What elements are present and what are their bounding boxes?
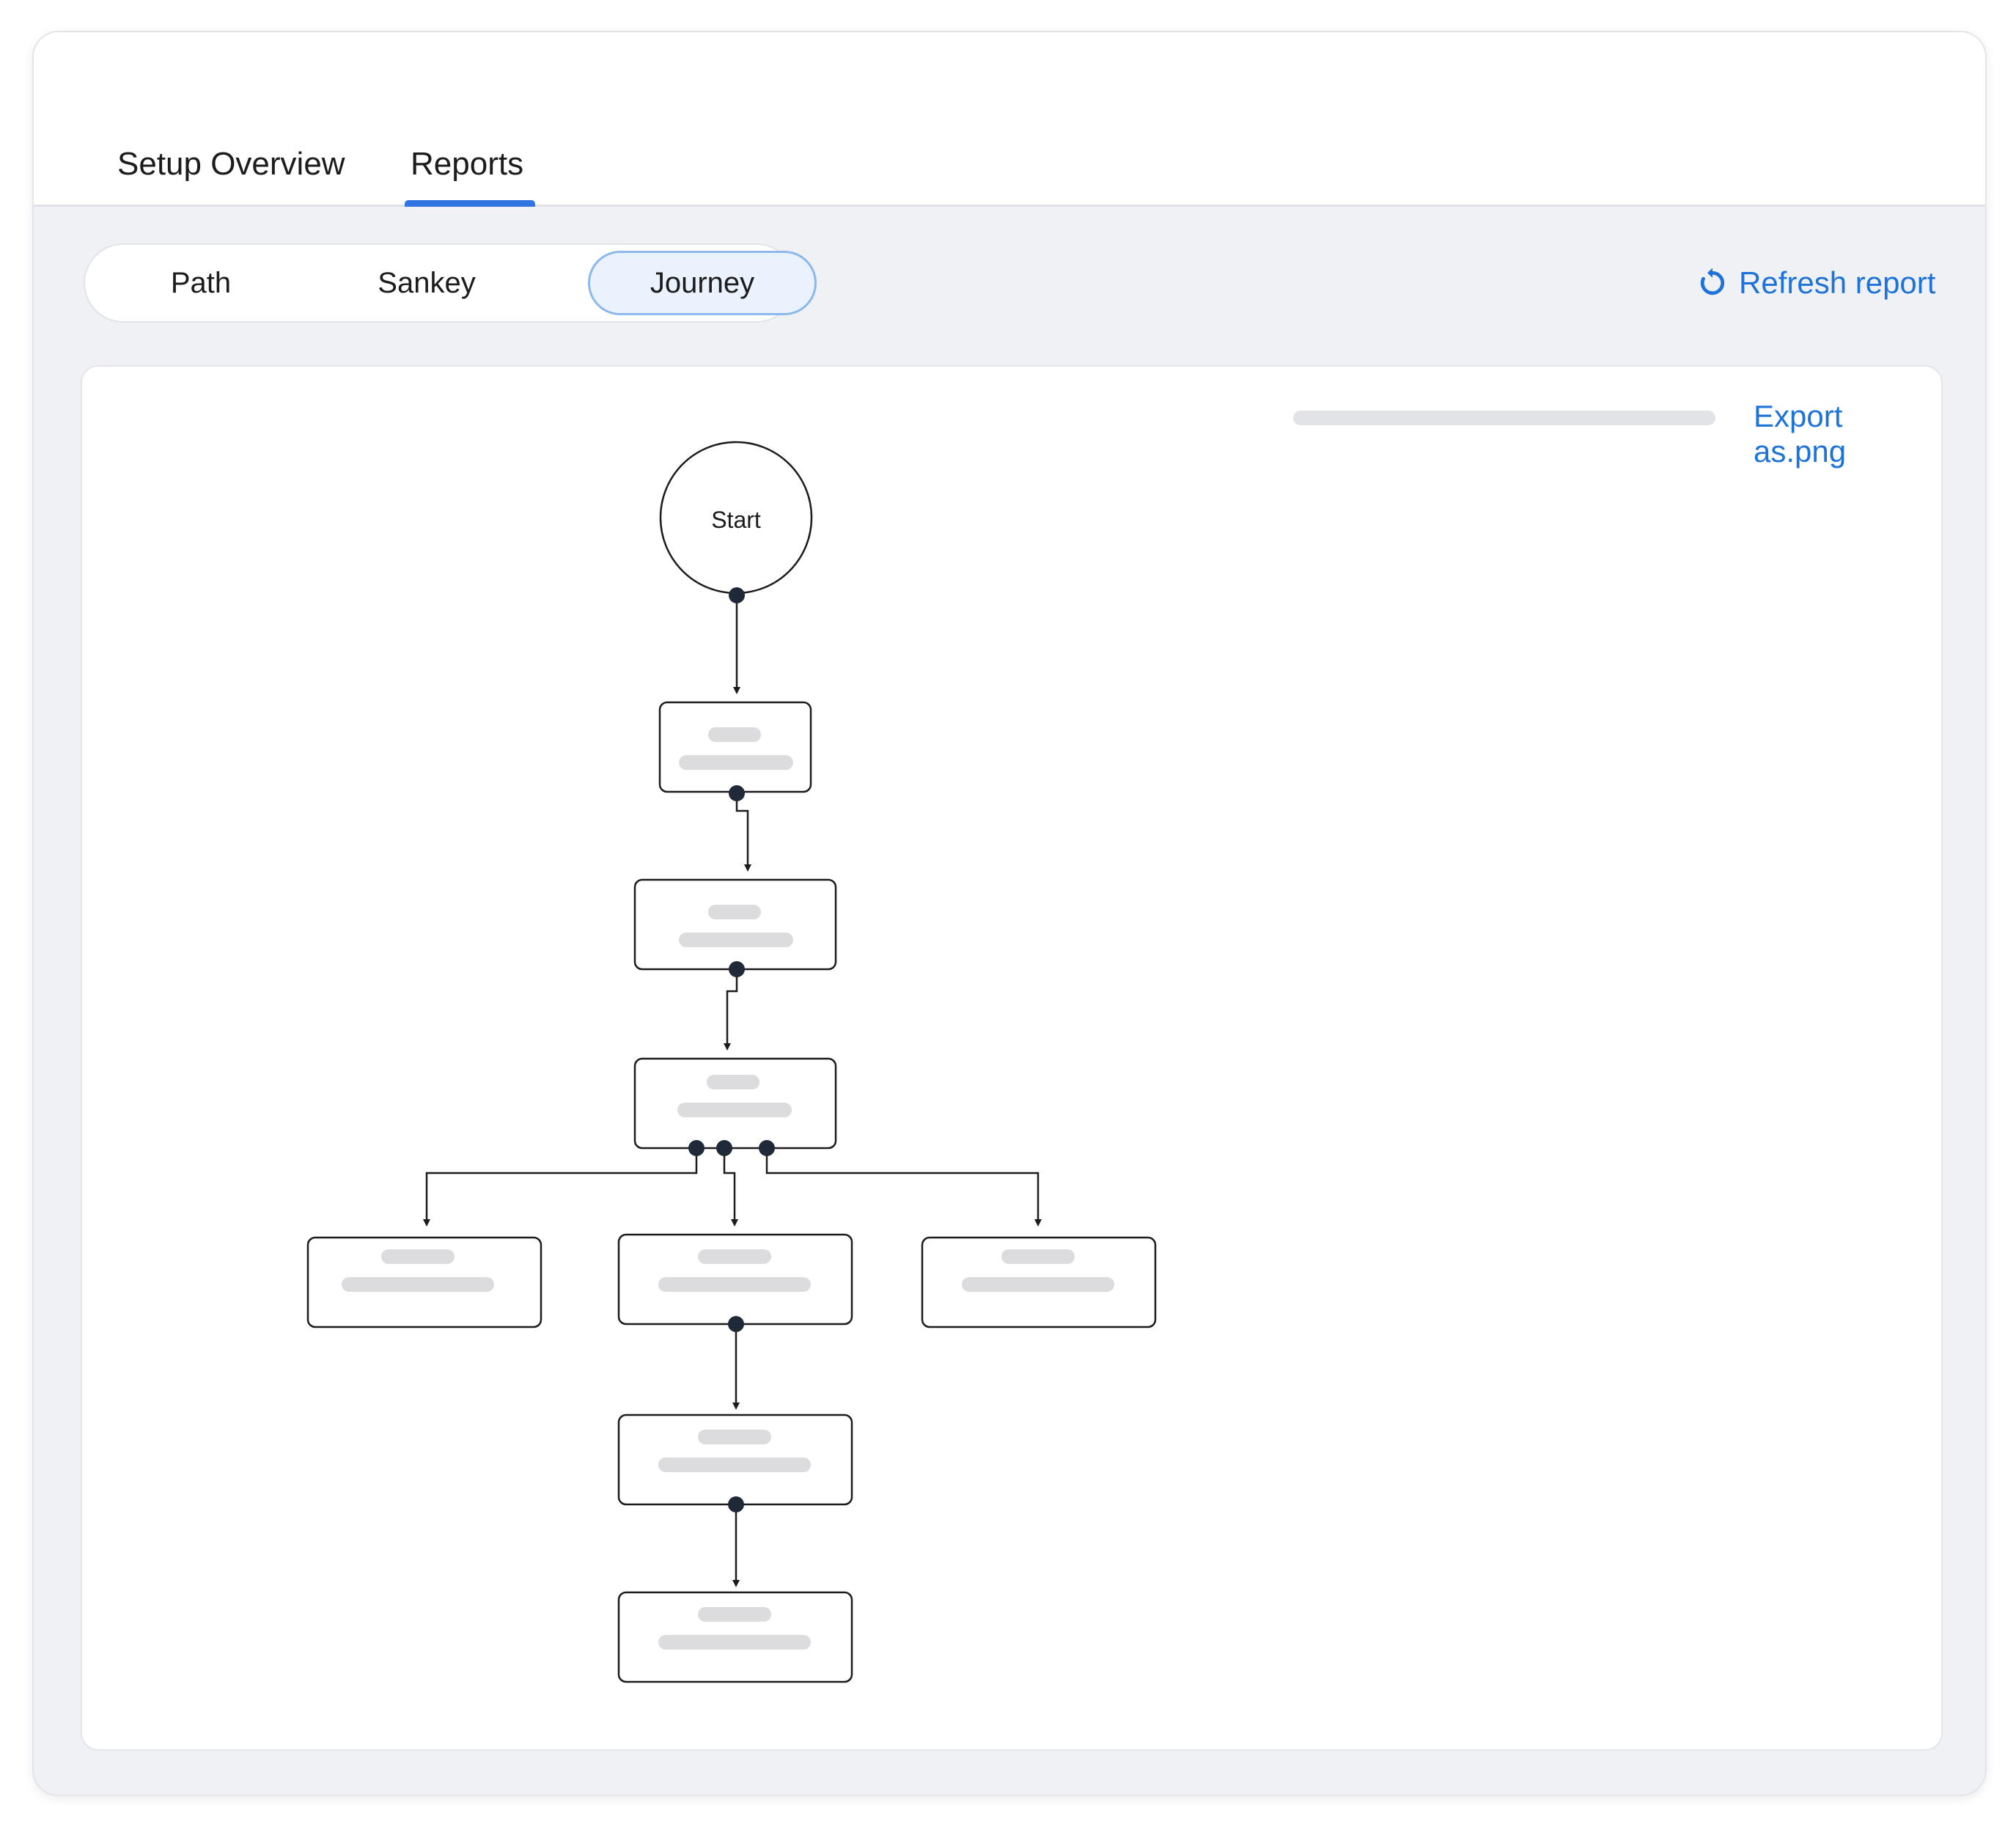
tab-setup-overview[interactable]: Setup Overview xyxy=(117,146,345,182)
edge-n1-n2 xyxy=(735,795,751,872)
journey-node[interactable] xyxy=(658,701,812,793)
refresh-icon xyxy=(1700,268,1725,295)
journey-diagram: Start xyxy=(306,441,1157,1683)
journey-node[interactable] xyxy=(921,1236,1157,1328)
connector-dot xyxy=(728,1316,744,1332)
edge-n2-n3 xyxy=(724,972,738,1051)
refresh-report-button[interactable]: Refresh report xyxy=(1696,261,1935,305)
journey-node[interactable] xyxy=(633,878,837,971)
journey-node[interactable] xyxy=(617,1414,853,1506)
connector-dot xyxy=(729,961,745,977)
journey-node[interactable] xyxy=(306,1236,542,1328)
start-node-label: Start xyxy=(711,507,761,533)
report-view-toggle: Path Sankey Journey xyxy=(84,243,817,323)
journey-node[interactable] xyxy=(633,1057,837,1150)
connector-dot xyxy=(729,587,745,603)
edge-n3-n4a xyxy=(423,1153,698,1227)
connector-dot xyxy=(688,1140,705,1156)
journey-node[interactable] xyxy=(617,1591,853,1683)
tab-reports[interactable]: Reports xyxy=(411,146,524,182)
report-card: Export as.png Start xyxy=(81,365,1943,1751)
refresh-report-label: Refresh report xyxy=(1739,265,1936,300)
export-png-link[interactable]: Export as.png xyxy=(1754,399,1847,468)
edge-n3-n4c xyxy=(765,1153,1042,1227)
connector-dot xyxy=(728,1496,744,1512)
journey-node[interactable] xyxy=(617,1233,853,1326)
active-tab-indicator xyxy=(405,200,535,207)
connector-dot xyxy=(759,1140,775,1156)
edge-n3-n4b xyxy=(723,1153,738,1227)
connector-dot xyxy=(729,785,745,801)
view-journey-button[interactable]: Journey xyxy=(588,251,817,315)
loading-placeholder-bar xyxy=(1293,411,1715,425)
journey-start-node[interactable]: Start xyxy=(659,441,813,595)
app-window: Setup Overview Reports Path Sankey Journ… xyxy=(32,31,1987,1796)
connector-dot xyxy=(716,1140,732,1156)
view-path-button[interactable]: Path xyxy=(170,266,232,299)
view-sankey-button[interactable]: Sankey xyxy=(378,266,476,299)
top-nav: Setup Overview Reports xyxy=(34,32,1985,207)
